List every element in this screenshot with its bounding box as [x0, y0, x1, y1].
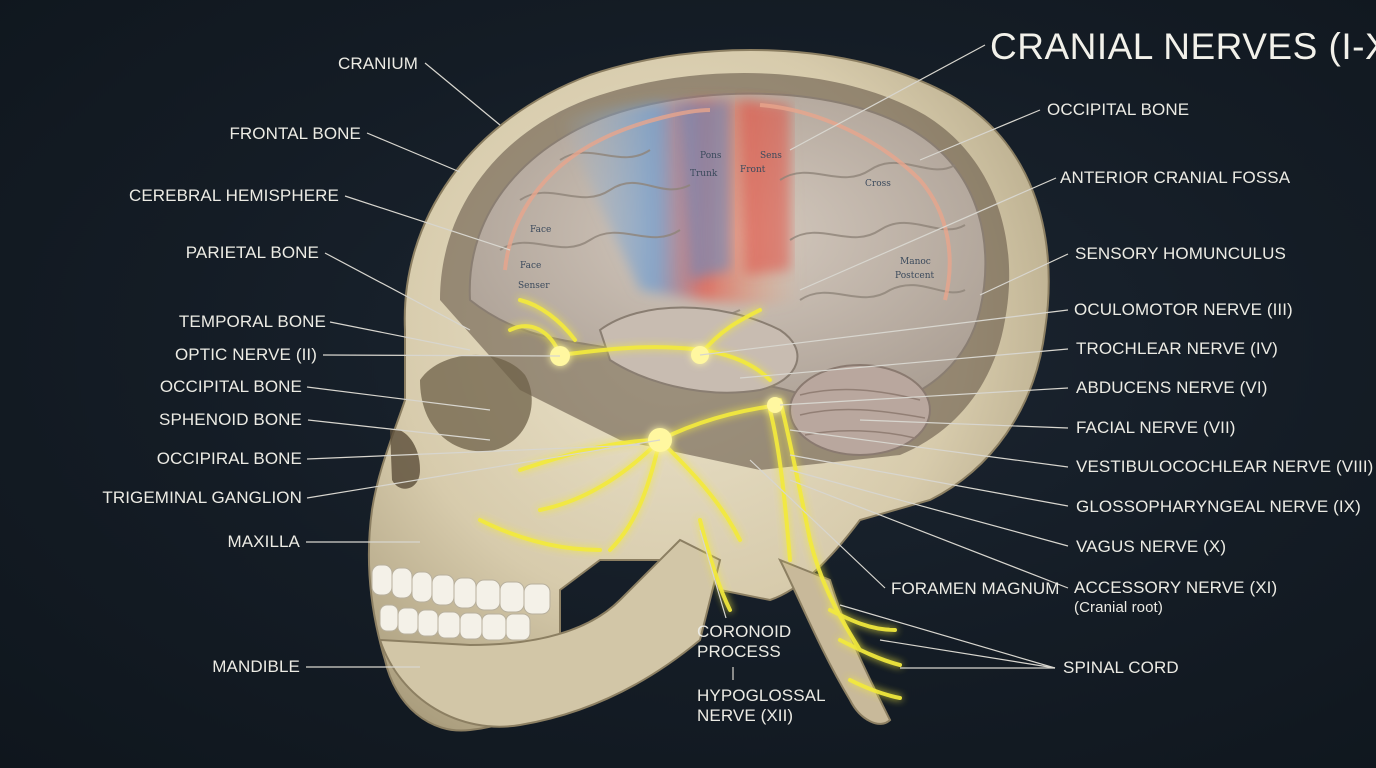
label-vagus-nerve: VAGUS NERVE (X)	[1076, 537, 1227, 556]
homunculus-word: Manoc	[900, 257, 931, 267]
page-title: CRANIAL NERVES (I-XII)	[990, 26, 1376, 67]
coronoid-line1: CORONOID	[697, 622, 792, 641]
coronoid-line2: PROCESS	[697, 642, 781, 661]
homunculus-word: Trunk	[690, 169, 718, 179]
label-cranium: CRANIUM	[337, 54, 418, 73]
homunculus-word: Pons	[700, 151, 722, 161]
label-sphenoid-bone: SPHENOID BONE	[159, 410, 302, 429]
label-parietal-bone: PARIETAL BONE	[185, 243, 319, 262]
label-abducens-nerve: ABDUCENS NERVE (VI)	[1076, 378, 1268, 397]
label-maxilla: MAXILLA	[227, 532, 300, 551]
hypoglossal-line1: HYPOGLOSSAL	[697, 686, 826, 705]
orbit-shape	[420, 354, 532, 452]
homunculus-text: Face Face Senser Trunk Pons Sens Front C…	[518, 151, 935, 291]
label-glossopharyngeal-nerve: GLOSSOPHARYNGEAL NERVE (IX)	[1076, 497, 1361, 516]
label-vestibulocochlear-nerve: VESTIBULOCOCHLEAR NERVE (VIII)	[1076, 457, 1374, 476]
hypoglossal-line2: NERVE (XII)	[697, 706, 794, 725]
label-occipiral-bone: OCCIPIRAL BONE	[156, 449, 302, 468]
cranial-nerves-paths	[478, 298, 902, 700]
label-coronoid-process: CORONOID PROCESS	[697, 622, 791, 662]
homunculus-word: Face	[530, 225, 551, 235]
label-occipital-bone-right: OCCIPITAL BONE	[1047, 100, 1190, 119]
homunculus-word: Senser	[518, 281, 550, 291]
label-temporal-bone: TEMPORAL BONE	[178, 312, 326, 331]
homunculus-word: Sens	[760, 151, 782, 161]
label-facial-nerve: FACIAL NERVE (VII)	[1076, 418, 1236, 437]
leader-lines	[306, 44, 1069, 680]
mandible-shape	[378, 538, 722, 728]
label-occipital-bone-left: OCCIPITAL BONE	[159, 377, 302, 396]
label-cerebral-hemisphere: CEREBRAL HEMISPHERE	[128, 186, 339, 205]
accessory-nerve-name: ACCESSORY NERVE (XI)	[1074, 578, 1278, 597]
label-spinal-cord: SPINAL CORD	[1063, 658, 1179, 677]
label-trochlear-nerve: TROCHLEAR NERVE (IV)	[1076, 339, 1278, 358]
label-oculomotor-nerve: OCULOMOTOR NERVE (III)	[1074, 300, 1293, 319]
homunculus-word: Postcent	[895, 271, 935, 281]
teeth	[371, 564, 551, 641]
label-hypoglossal-nerve: HYPOGLOSSAL NERVE (XII)	[697, 686, 826, 726]
label-trigeminal-ganglion: TRIGEMINAL GANGLION	[102, 488, 302, 507]
homunculus-word: Cross	[865, 179, 891, 189]
label-anterior-cranial-fossa: ANTERIOR CRANIAL FOSSA	[1060, 168, 1291, 187]
label-foramen-magnum: FORAMEN MAGNUM	[891, 579, 1060, 598]
label-mandible: MANDIBLE	[212, 657, 300, 676]
homunculus-word: Face	[520, 261, 541, 271]
homunculus-word: Front	[740, 165, 766, 175]
label-frontal-bone: FRONTAL BONE	[229, 124, 361, 143]
accessory-nerve-subtitle: (Cranial root)	[1074, 599, 1163, 616]
label-sensory-homunculus: SENSORY HOMUNCULUS	[1075, 244, 1286, 263]
label-optic-nerve: OPTIC NERVE (II)	[174, 345, 317, 364]
label-accessory-nerve: ACCESSORY NERVE (XI) (Cranial root)	[1074, 578, 1277, 618]
